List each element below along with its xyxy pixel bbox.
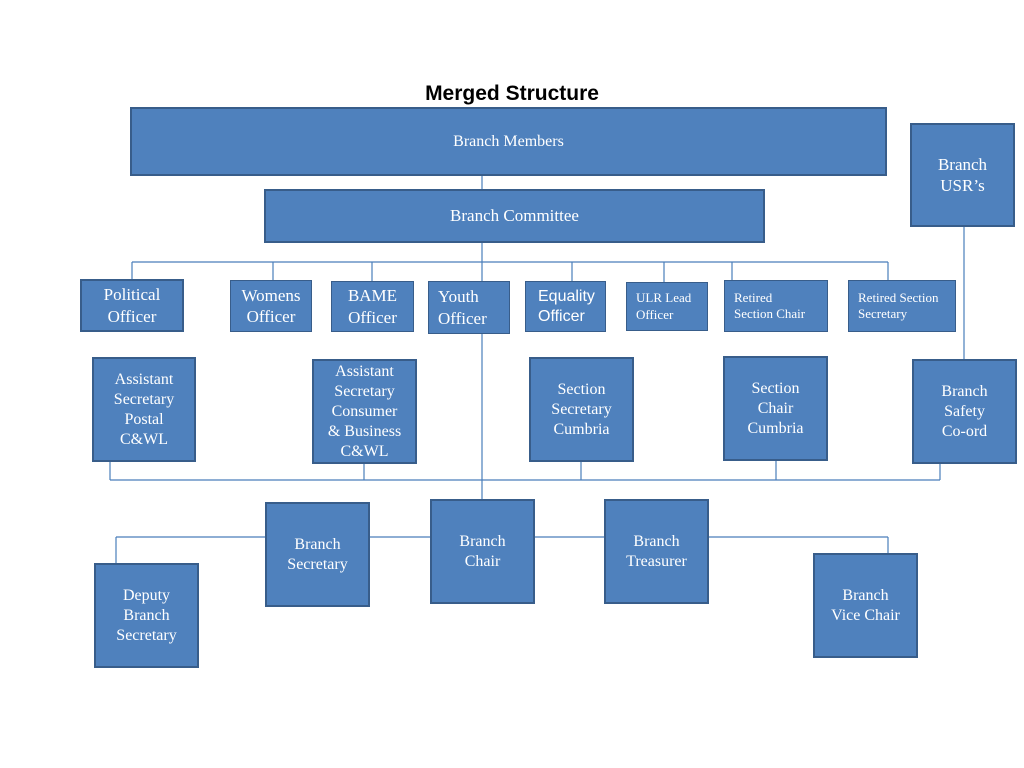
node-label-line: Officer [438, 308, 487, 328]
node-label-line: USR’s [940, 176, 985, 195]
node-label-line: Equality [538, 287, 595, 305]
node-label-line: Safety [944, 402, 985, 420]
node-label-line: BAME [347, 286, 398, 306]
node-label-line: C&WL [120, 430, 168, 448]
node-label-line: Cumbria [747, 419, 804, 437]
node-label-line: Secretary [551, 400, 612, 418]
node-label-line: ULR Lead [636, 290, 692, 306]
node-label-line: Youth [438, 287, 479, 307]
node-label-line: Secretary [287, 555, 348, 573]
node-label-line: Branch [633, 532, 680, 550]
node-label-line: C&WL [340, 442, 389, 460]
node-label-line: Consumer [331, 402, 398, 420]
node-label-line: Secretary [113, 390, 175, 408]
node-label-line: Branch [842, 586, 889, 604]
node-label-line: Branch [294, 535, 341, 553]
node-label-line: Retired Section [858, 289, 939, 305]
node-label-line: Branch [459, 532, 506, 550]
node-label-line: Cumbria [553, 420, 610, 438]
node-label-line: Officer [107, 306, 157, 326]
node-label-line: Assistant [114, 370, 174, 388]
node-label-line: Treasurer [626, 552, 687, 570]
node-label-line: & Business [327, 422, 402, 440]
node-label-line: Branch Committee [450, 206, 579, 226]
node-label-line: Officer [348, 307, 397, 327]
node-label-line: Deputy [122, 586, 171, 604]
node-label-line: Secretary [858, 306, 908, 321]
node-label-line: Chair [464, 552, 501, 570]
node-label-line: Branch [941, 382, 988, 400]
node-label-line: Section [751, 379, 800, 397]
node-label-line: Postal [124, 410, 164, 428]
diagram-title: Merged Structure [425, 82, 599, 105]
node-label-line: Secretary [334, 382, 395, 400]
node-label-line: Branch [123, 606, 170, 624]
node-label-line: Political [103, 285, 161, 305]
node-label-line: Assistant [335, 362, 394, 380]
node-label-line: Officer [538, 307, 585, 325]
node-label-line: Branch [937, 154, 988, 174]
node-label-line: Officer [636, 306, 674, 322]
node-label-line: Retired [734, 289, 773, 305]
node-label-line: Vice Chair [831, 606, 900, 624]
node-label-line: Officer [246, 307, 296, 326]
branch-committee-node: Branch Committee [264, 189, 765, 243]
node-label-line: Chair [757, 399, 794, 417]
node-label-line: Womens [241, 285, 301, 305]
node-label-line: Branch Members [453, 132, 564, 150]
node-label-line: Co-ord [941, 422, 988, 440]
node-label-line: Section Chair [734, 306, 806, 321]
node-label-line: Section [557, 380, 606, 398]
branch-members-node: Branch Members [130, 107, 887, 176]
node-label-line: Secretary [116, 626, 177, 644]
